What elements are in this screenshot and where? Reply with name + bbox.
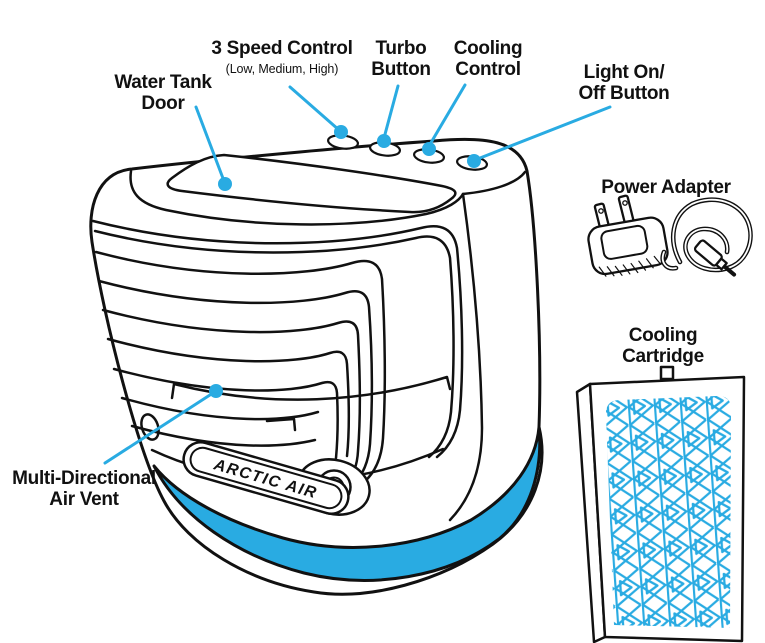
label-water-tank-door: Water Tank Door (114, 72, 212, 115)
plug-body-face (600, 224, 649, 260)
callout-dot-light-button (467, 154, 481, 168)
top-face-right-edge (461, 170, 527, 196)
prong-screw-detail (598, 208, 604, 214)
grille-slat (120, 396, 320, 421)
cooling-cartridge-illustration (575, 365, 746, 643)
label-turbo-button: Turbo Button (371, 38, 431, 81)
label-line: 3 Speed Control (211, 38, 353, 59)
vent-door-cutline (265, 417, 297, 432)
label-speed-control: 3 Speed Control (Low, Medium, High) (211, 38, 352, 77)
plug-body (587, 216, 669, 277)
label-power-adapter: Power Adapter (601, 177, 731, 198)
label-line: Button (371, 59, 431, 81)
label-line: Multi-Directional (12, 468, 156, 489)
water-tank-door-panel (166, 153, 457, 214)
label-line: Water Tank (114, 72, 212, 93)
cartridge-tab (659, 365, 675, 381)
label-line: Door (141, 93, 185, 115)
grille-slat (106, 337, 351, 458)
leader-cooling-control (427, 83, 467, 148)
grille-slat (101, 308, 362, 488)
power-adapter-illustration (587, 194, 753, 277)
air-cooler-illustration: ARCTIC AIR (89, 134, 544, 596)
label-line: Off Button (578, 83, 670, 105)
grille-frame (93, 229, 455, 459)
connector-pin (722, 264, 737, 277)
leader-turbo-button (382, 84, 400, 140)
device-base (152, 425, 542, 582)
callout-dot-water-tank-door (218, 177, 232, 191)
callouts (103, 83, 612, 465)
label-line: Power Adapter (601, 177, 731, 198)
prong-screw-detail (622, 200, 628, 206)
callout-dot-turbo-button (377, 134, 391, 148)
grille-frame (91, 219, 464, 459)
callout-dot-cooling-control (422, 142, 436, 156)
label-line: Cooling (628, 325, 698, 346)
vent-latch-detail (140, 413, 160, 441)
label-line: Cartridge (622, 346, 704, 368)
label-light-button: Light On/ Off Button (579, 62, 670, 105)
leader-speed-control (288, 85, 341, 132)
grille-slat (130, 424, 317, 447)
vent-door-cutline (170, 375, 452, 401)
leader-water-tank-door (194, 105, 226, 183)
leader-air-vent (103, 391, 215, 465)
label-cooling-control: Cooling Control (454, 38, 523, 81)
label-subtitle: (Low, Medium, High) (225, 62, 339, 77)
front-right-edge (448, 192, 484, 522)
callout-dot-speed-control (334, 125, 348, 139)
plug-prong (617, 194, 635, 225)
air-vent-grille (91, 219, 464, 488)
plug-rib-texture (598, 255, 662, 277)
grille-slat (94, 250, 387, 485)
label-line: Cooling (453, 38, 523, 59)
label-line: Control (455, 59, 521, 81)
label-cooling-cartridge: Cooling Cartridge (622, 325, 704, 368)
top-face-edge (129, 169, 465, 226)
callout-dot-air-vent (209, 384, 223, 398)
cartridge-mesh (605, 395, 731, 628)
leader-light-button (473, 105, 612, 162)
barrel-connector (693, 239, 737, 277)
label-air-vent: Multi-Directional Air Vent (12, 468, 156, 511)
label-line: Air Vent (49, 489, 119, 511)
brand-badge-outer (182, 441, 350, 515)
label-line: Light On/ (583, 62, 665, 83)
brand-badge-inner (189, 446, 343, 510)
label-line: Turbo (375, 38, 427, 59)
grille-slat (97, 279, 374, 487)
